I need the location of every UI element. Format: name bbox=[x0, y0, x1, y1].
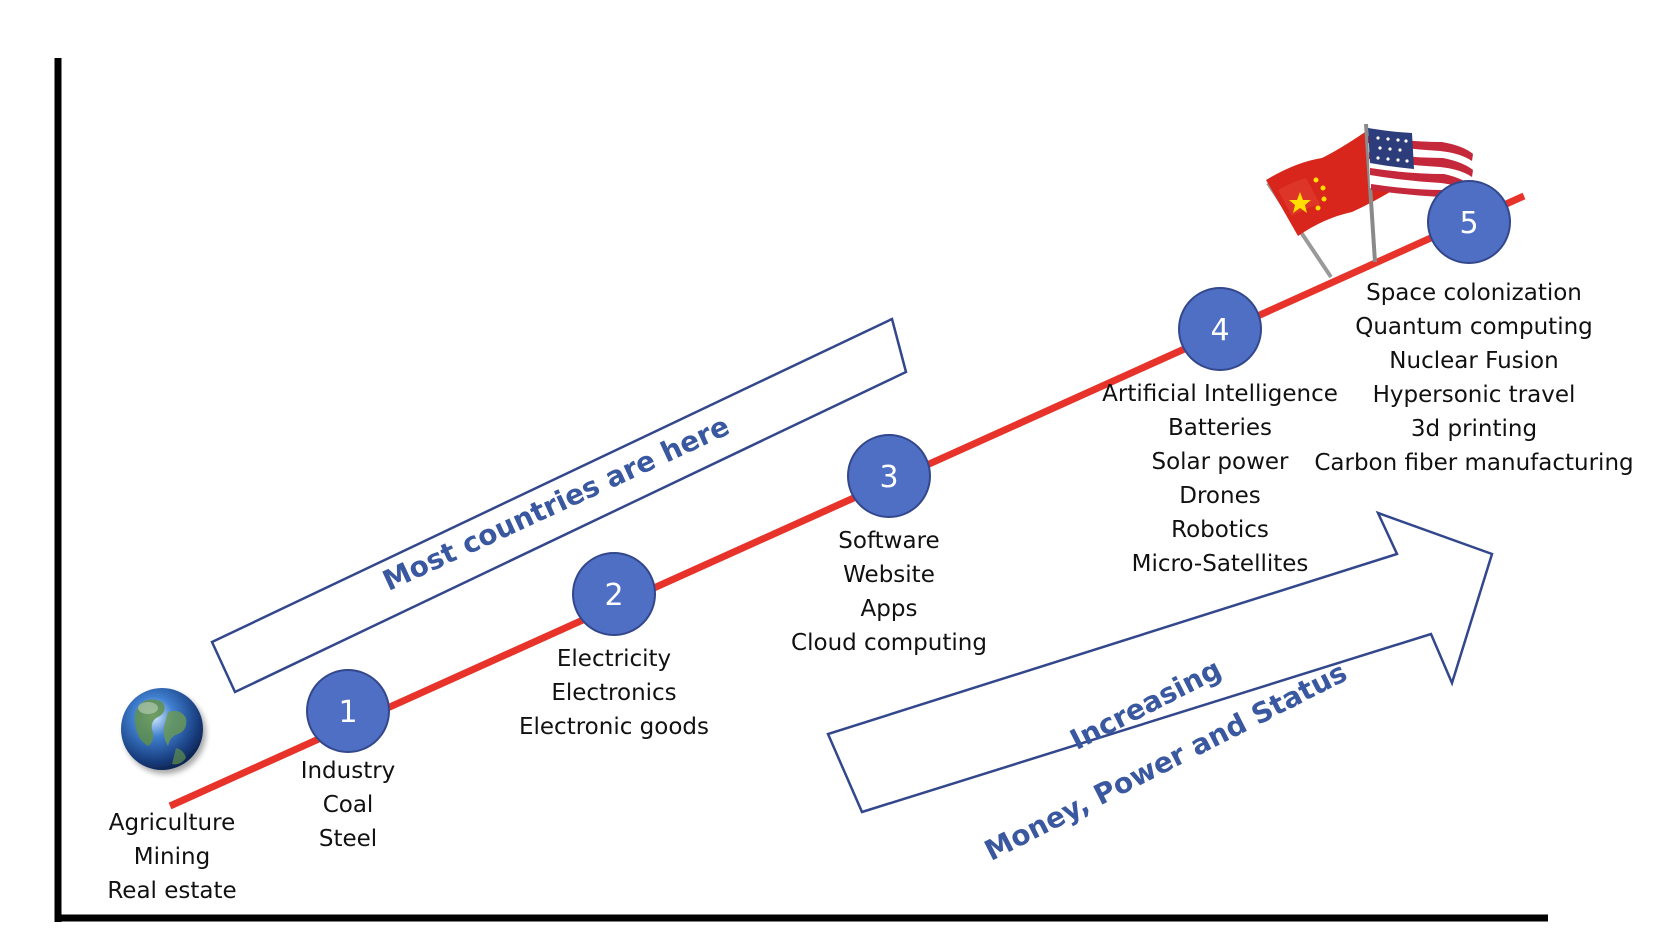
stage-4-number: 4 bbox=[1210, 313, 1229, 348]
stage-1-number: 1 bbox=[338, 695, 357, 730]
stage-5-number: 5 bbox=[1459, 206, 1478, 241]
globe-icon bbox=[121, 688, 203, 770]
stage-4-item: Solar power bbox=[1151, 449, 1289, 475]
stage-2-item: Electronic goods bbox=[519, 714, 709, 740]
stage-5-item: Space colonization bbox=[1366, 280, 1582, 306]
stage-5-item: Hypersonic travel bbox=[1373, 382, 1576, 408]
stage-3-number: 3 bbox=[879, 460, 898, 495]
stage-4-item: Drones bbox=[1179, 483, 1260, 509]
stage-5-item: Carbon fiber manufacturing bbox=[1314, 450, 1633, 476]
stage-1-marker bbox=[306, 669, 390, 753]
stage-2-item: Electronics bbox=[551, 680, 676, 706]
stage-5-marker bbox=[1427, 180, 1511, 264]
stage-2-number: 2 bbox=[604, 578, 623, 613]
stage-1-item: Coal bbox=[323, 792, 374, 818]
banner-text: Most countries are here bbox=[378, 409, 735, 597]
stage-4-item: Artificial Intelligence bbox=[1102, 381, 1338, 407]
stage-4-item: Micro-Satellites bbox=[1132, 551, 1309, 577]
stage-3-item: Apps bbox=[861, 596, 918, 622]
stage-2-item: Electricity bbox=[557, 646, 671, 672]
stage-5-item: Quantum computing bbox=[1355, 314, 1593, 340]
stage-1-item: Steel bbox=[319, 826, 377, 852]
stage-4-item: Batteries bbox=[1168, 415, 1272, 441]
stage-0-item: Real estate bbox=[107, 878, 236, 904]
stage-2-marker bbox=[572, 552, 656, 636]
stage-3-marker bbox=[847, 434, 931, 518]
stage-0-item: Agriculture bbox=[109, 810, 236, 836]
stage-4-marker bbox=[1178, 287, 1262, 371]
stage-0-item: Mining bbox=[134, 844, 210, 870]
stage-3-item: Website bbox=[843, 562, 935, 588]
stage-1-item: Industry bbox=[301, 758, 396, 784]
stage-3-item: Software bbox=[838, 528, 939, 554]
stage-3-item: Cloud computing bbox=[791, 630, 987, 656]
stage-5-item: 3d printing bbox=[1411, 416, 1537, 442]
progression-line bbox=[168, 192, 1526, 810]
stage-4-item: Robotics bbox=[1171, 517, 1269, 543]
stage-5-item: Nuclear Fusion bbox=[1389, 348, 1558, 374]
